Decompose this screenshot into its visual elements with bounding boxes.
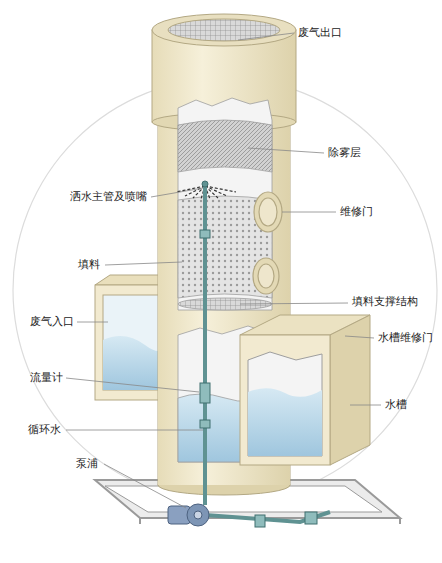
callout-label: 水槽维修门 (378, 331, 433, 345)
callout-label: 废气入口 (30, 315, 74, 329)
callout-label: 泵浦 (76, 457, 98, 471)
circulation-pipe (205, 183, 330, 522)
callout-label: 填料支撑结构 (352, 295, 418, 309)
leader-lines (66, 33, 381, 508)
callout-label: 水槽 (385, 398, 407, 412)
pump (168, 504, 209, 526)
water-tank (240, 315, 370, 465)
callout-label: 废气出口 (298, 26, 342, 40)
maintenance-doors (253, 192, 282, 294)
callout-label: 流量计 (30, 371, 63, 385)
callout-label: 洒水主管及喷嘴 (70, 190, 147, 204)
callout-label: 循环水 (28, 423, 61, 437)
background-circle (13, 78, 437, 502)
callout-label: 除雾层 (328, 146, 361, 160)
callout-label: 维修门 (340, 205, 373, 219)
pipe-fittings (200, 181, 317, 527)
callout-label: 填料 (78, 258, 100, 272)
